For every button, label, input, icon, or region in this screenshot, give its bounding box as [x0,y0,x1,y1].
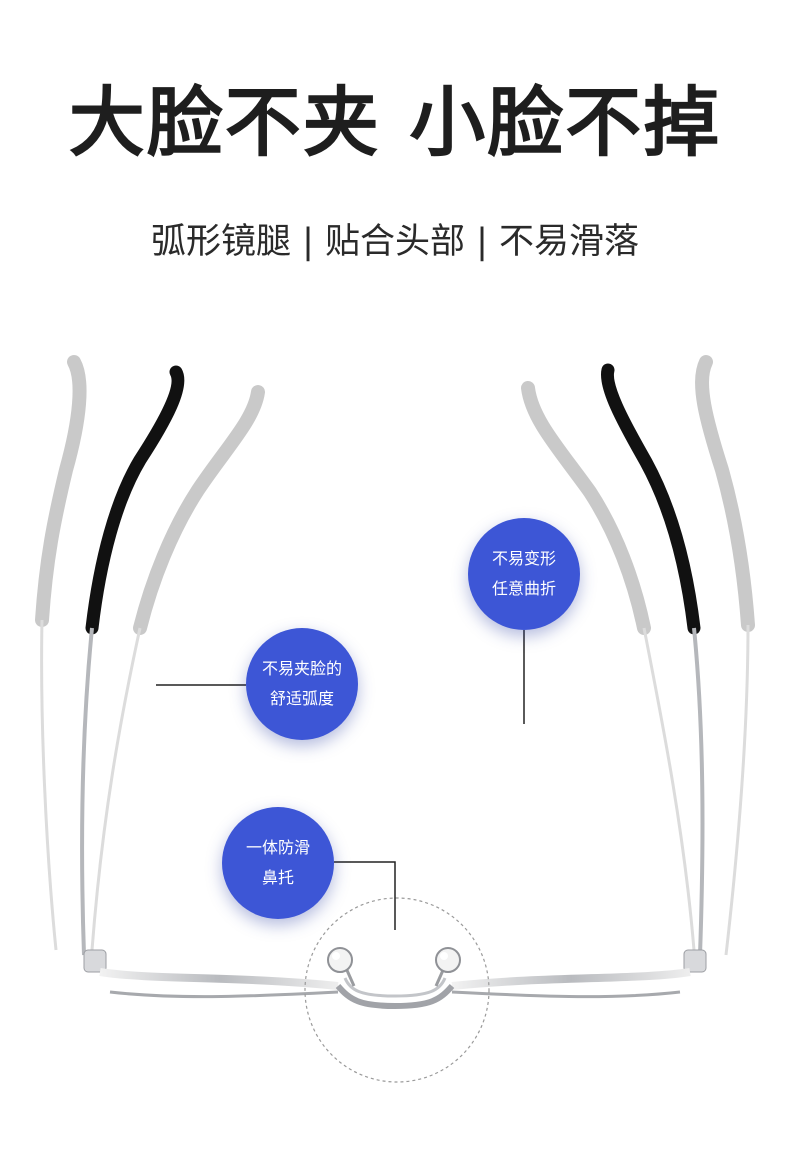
right-temple-main [600,363,705,956]
callout-flex-line1: 不易变形 [491,549,556,568]
callout-nose-line1: 一体防滑 [245,838,310,857]
callout-nose-line2: 鼻托 [261,868,294,887]
right-temple-ghost-outer [695,355,755,956]
left-temple-main [80,365,185,956]
callout-flex-line2: 任意曲折 [491,579,556,598]
page-subtitle: 弧形镜腿 | 贴合头部 | 不易滑落 [150,222,640,262]
nose-pad-highlight-circle [304,897,490,1083]
nose-pad-left [327,947,356,987]
page-title: 大脸不夹 小脸不掉 [68,78,722,167]
left-temple-ghost-outer [35,355,87,951]
callout-comfort-line2: 舒适弧度 [269,689,334,708]
callout-badge-flex: 不易变形 任意曲折 [468,518,580,630]
callout-comfort-line1: 不易夹脸的 [261,659,342,678]
leader-line-nose [334,861,396,930]
right-temple-ghost-inner [521,381,696,951]
callout-badge-nose: 一体防滑 鼻托 [222,807,334,919]
left-temple-ghost-inner [90,385,265,951]
nose-pad-right [434,947,461,987]
callout-badge-comfort: 不易夹脸的 舒适弧度 [246,628,358,740]
eyeglass-front-frame [83,949,707,1010]
